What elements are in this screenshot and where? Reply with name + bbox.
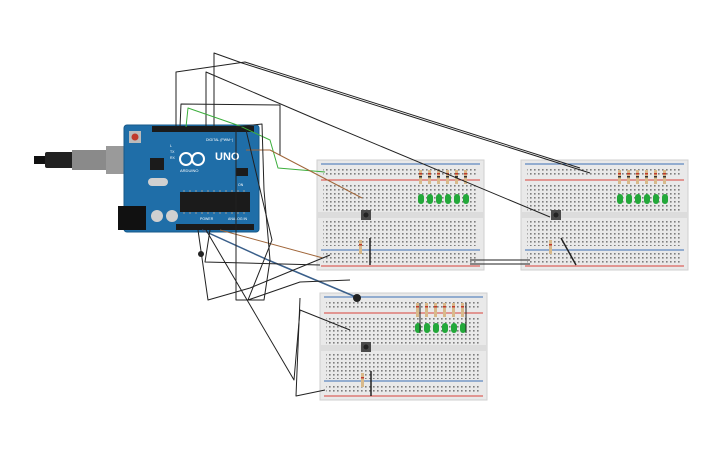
power-jack (118, 206, 146, 230)
tx-label: TX (170, 150, 175, 154)
wire[interactable] (205, 229, 351, 381)
usb-cable (34, 146, 128, 174)
arduino-logo-icon (179, 152, 205, 166)
capacitor (151, 210, 163, 222)
wire[interactable] (245, 129, 351, 301)
on-label: ON (238, 183, 244, 187)
wires (175, 52, 591, 397)
breadboard-2[interactable] (520, 159, 689, 271)
arduino-brand-label: ARDUINO (180, 168, 198, 173)
usb-chip (150, 158, 164, 170)
atmega-chip (180, 192, 250, 212)
crystal (148, 178, 168, 186)
wire[interactable] (295, 297, 326, 397)
arduino-model-label: UNO (215, 151, 240, 163)
led-array (617, 170, 668, 204)
arduino-uno-board[interactable]: UNO ARDUINO DIGITAL (PWM~) POWER ANALOG … (34, 124, 260, 233)
wire[interactable] (204, 229, 321, 266)
pushbutton[interactable] (551, 210, 561, 220)
wire[interactable] (246, 149, 363, 199)
power-analog-header[interactable] (176, 224, 254, 230)
digital-header-label: DIGITAL (PWM~) (206, 138, 233, 142)
led-array (415, 303, 466, 333)
wire[interactable] (205, 71, 551, 218)
breadboard-3[interactable] (319, 292, 488, 401)
button-resistor (359, 240, 362, 254)
pushbutton[interactable] (361, 342, 371, 352)
capacitor (166, 210, 178, 222)
wire[interactable] (219, 229, 324, 259)
power-header-label: POWER (200, 217, 214, 221)
wire[interactable] (213, 52, 591, 174)
wire[interactable] (179, 103, 281, 155)
icsp-header (236, 168, 248, 176)
wire[interactable] (235, 123, 271, 301)
l-label: L (170, 144, 172, 148)
wire-junction (198, 251, 204, 257)
wire[interactable] (175, 61, 581, 169)
rx-label: RX (170, 156, 176, 160)
analog-header-label: ANALOG IN (228, 217, 248, 221)
button-resistor (361, 373, 364, 387)
button-resistor (549, 240, 552, 254)
wire-junction (353, 294, 361, 302)
wire[interactable] (185, 107, 326, 173)
breadboard-1[interactable] (316, 159, 485, 271)
led-array (418, 170, 469, 204)
wire[interactable] (201, 229, 357, 298)
wire[interactable] (197, 229, 331, 301)
pushbutton[interactable] (361, 210, 371, 220)
digital-header[interactable] (152, 126, 254, 132)
reset-button[interactable] (129, 131, 141, 143)
